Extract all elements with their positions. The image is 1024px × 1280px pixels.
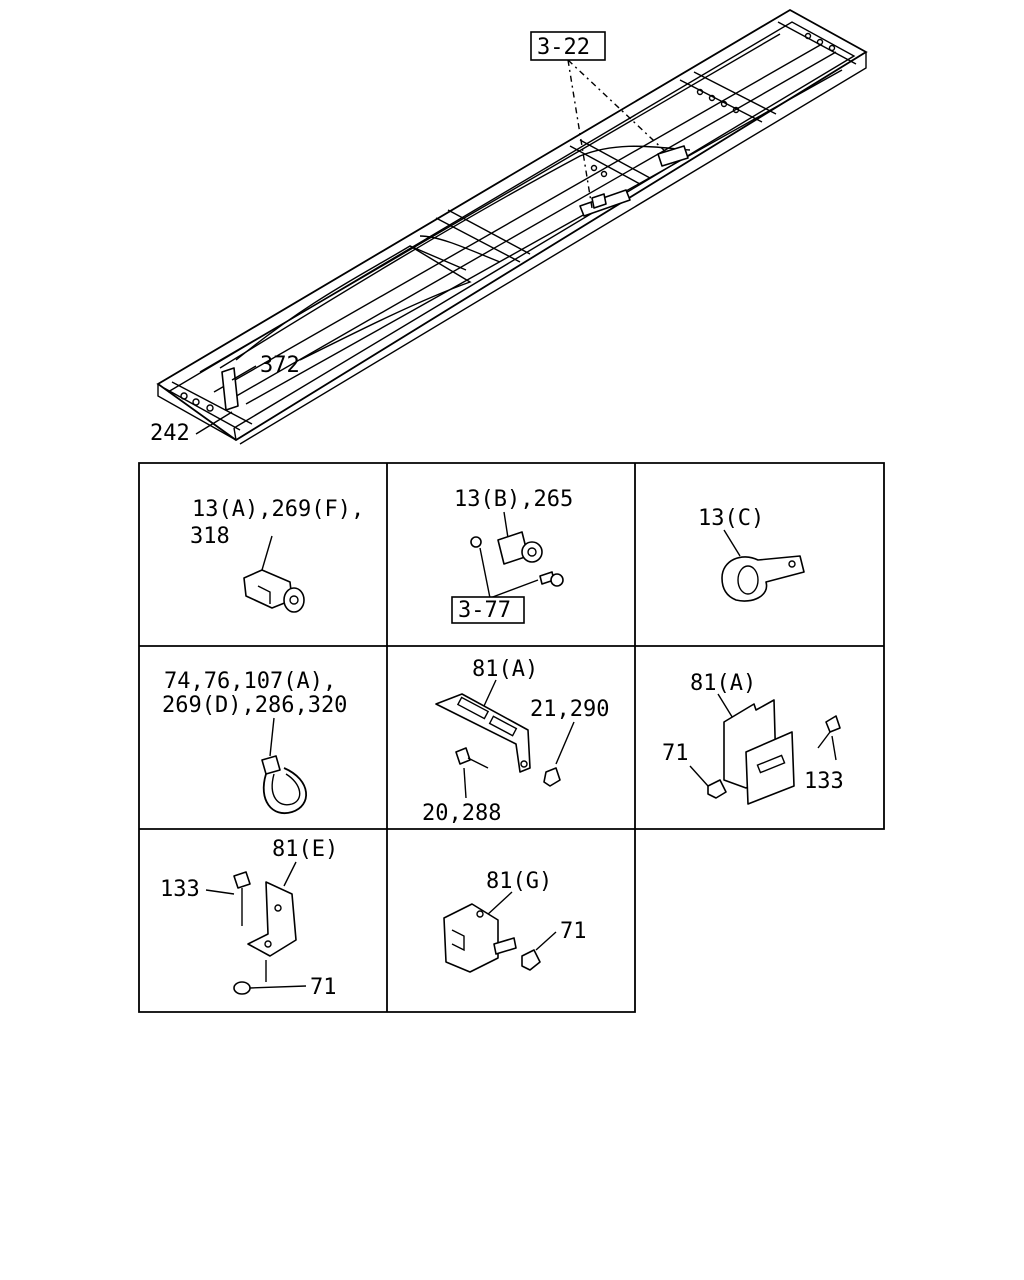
panel-label: 71: [662, 741, 689, 766]
panel-label: 13(C): [698, 506, 764, 531]
detail-grid: [138, 462, 885, 1013]
panel-label: 133: [160, 877, 200, 902]
detail-panel-bracket-g: 81(G) 71: [443, 869, 587, 973]
ref-box-3-77: [451, 596, 525, 624]
part-number-372: 372: [260, 353, 300, 378]
detail-panel-bracket-e: 81(E) 133 71: [160, 837, 338, 1000]
chassis-frame-drawing: [156, 8, 868, 445]
panel-label: 13(B),265: [454, 487, 573, 512]
ref-label-3-22: 3-22: [537, 35, 590, 60]
panel-label: 81(A): [472, 657, 538, 682]
detail-panel-bracket-a-angle: 81(A) 71 133: [662, 671, 844, 805]
ref-label-3-77: 3-77: [458, 598, 511, 623]
panel-label: 71: [310, 975, 337, 1000]
panel-label: 13(A),269(F),: [192, 497, 364, 522]
frame-holes: [180, 32, 836, 412]
detail-panel-clip-a: 13(A),269(F), 318: [190, 497, 364, 613]
panel-label: 81(E): [272, 837, 338, 862]
detail-panel-clip-b: 13(B),265 3-77: [451, 487, 573, 624]
detail-panel-bracket-a-flat: 81(A) 21,290 20,288: [422, 657, 609, 826]
panel-label: 21,290: [530, 697, 609, 722]
panel-label: 71: [560, 919, 587, 944]
panel-label: 20,288: [422, 801, 501, 826]
detail-panel-clip-c: 13(C): [698, 506, 805, 602]
panel-label: 133: [804, 769, 844, 794]
part-number-242: 242: [150, 421, 190, 446]
panel-label: 318: [190, 524, 230, 549]
detail-panel-cable-tie: 74,76,107(A), 269(D),286,320: [162, 669, 347, 815]
panel-label: 74,76,107(A),: [164, 669, 336, 694]
panel-label: 81(A): [690, 671, 756, 696]
panel-label: 81(G): [486, 869, 552, 894]
panel-label: 269(D),286,320: [162, 693, 347, 718]
